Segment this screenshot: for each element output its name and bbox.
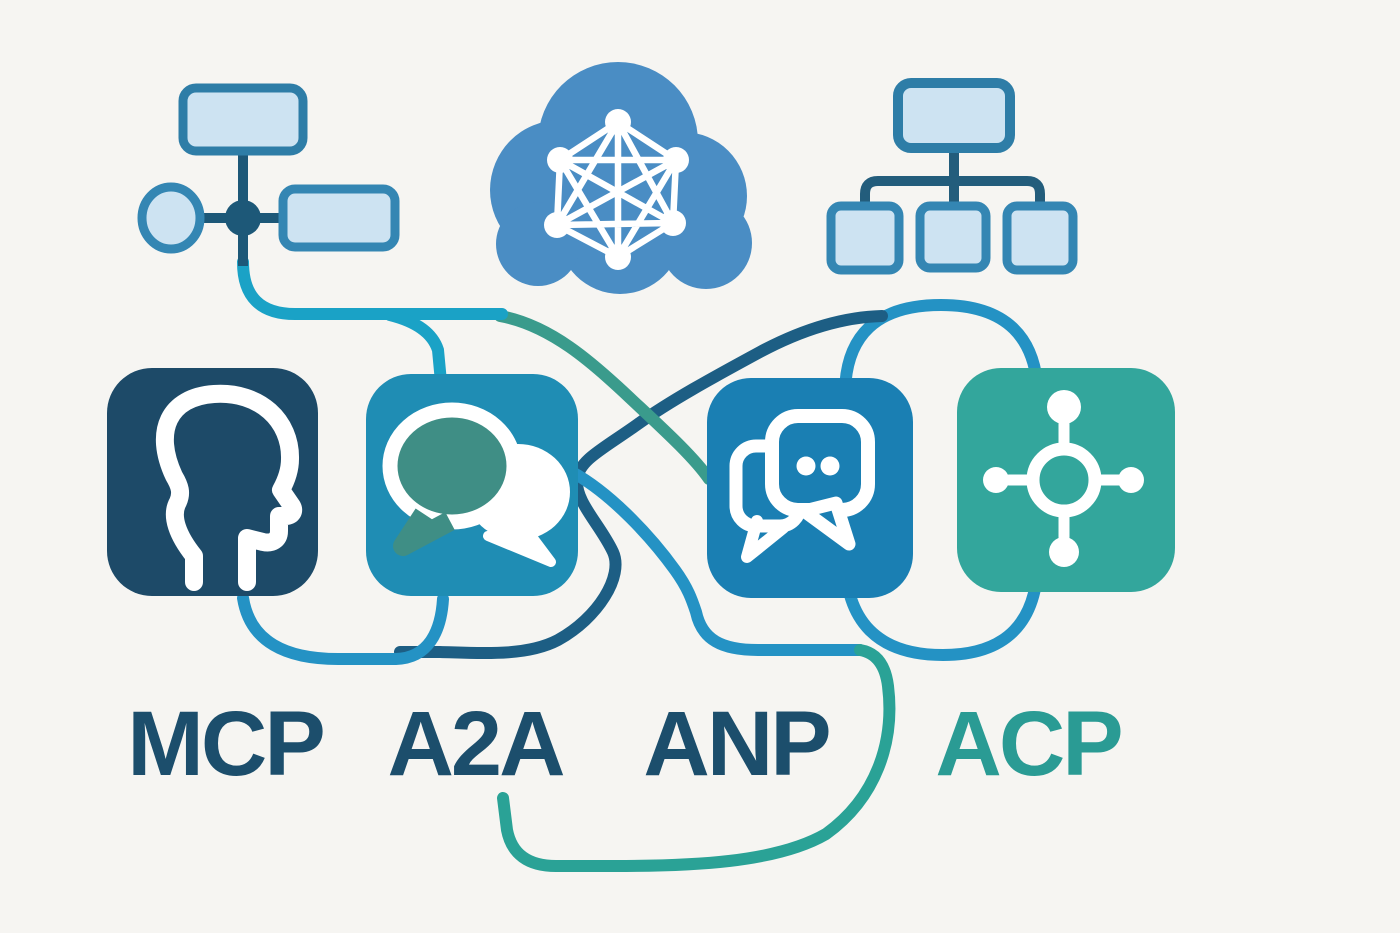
org-tree-motif (826, 78, 1078, 275)
hub-node (1047, 390, 1081, 424)
label-acp: ACP (935, 693, 1121, 795)
tree-child-box (826, 201, 904, 275)
tree-parent-box (893, 78, 1015, 153)
speech-bubbles-dots-icon (729, 409, 875, 563)
branch-to-a2a-line (384, 309, 447, 388)
flowchart-node-dot (225, 200, 261, 236)
mcp-a2a-u-line (237, 592, 449, 665)
cyan-horizontal-line (237, 256, 508, 320)
label-a2a: A2A (387, 693, 564, 795)
tree-child-box (1002, 201, 1078, 275)
azure-under-anp-line (566, 466, 866, 656)
rear-bubble-tail (741, 515, 789, 563)
bubble-dot (796, 456, 816, 476)
teal-bottom-loop-line (497, 644, 896, 872)
hub-node (983, 467, 1009, 493)
hub-node (1118, 467, 1144, 493)
label-mcp: MCP (127, 693, 323, 795)
front-bubble (765, 409, 875, 517)
teal-bubble (382, 402, 522, 530)
tree-child-box (915, 201, 991, 273)
network-graph-icon (544, 109, 689, 270)
protocol-labels: MCP A2A ANP ACP (127, 693, 1124, 795)
tile-icons (156, 384, 1144, 591)
head-profile-icon (156, 384, 303, 591)
flowchart-box-top (178, 83, 308, 156)
hub-ring (1026, 442, 1102, 518)
bubble-dot (820, 456, 840, 476)
teal-diagonal-line (494, 310, 715, 485)
front-bubble-tail (797, 496, 856, 551)
teal-bubble-tail-outline (393, 508, 455, 556)
hub-spokes (1003, 418, 1125, 543)
hub-node (1049, 537, 1079, 567)
tree-connector (860, 148, 1045, 208)
tile-acp (957, 368, 1175, 592)
chat-bubbles-icon (382, 402, 570, 567)
connector-strands (237, 256, 1044, 872)
cloud-network-motif (490, 62, 752, 294)
flowchart-motif (137, 83, 400, 266)
flowchart-connector (200, 151, 285, 266)
label-anp: ANP (643, 693, 829, 795)
flowchart-box-right (278, 184, 400, 252)
flowchart-circle (137, 182, 205, 254)
hub-spoke-icon (983, 390, 1144, 567)
